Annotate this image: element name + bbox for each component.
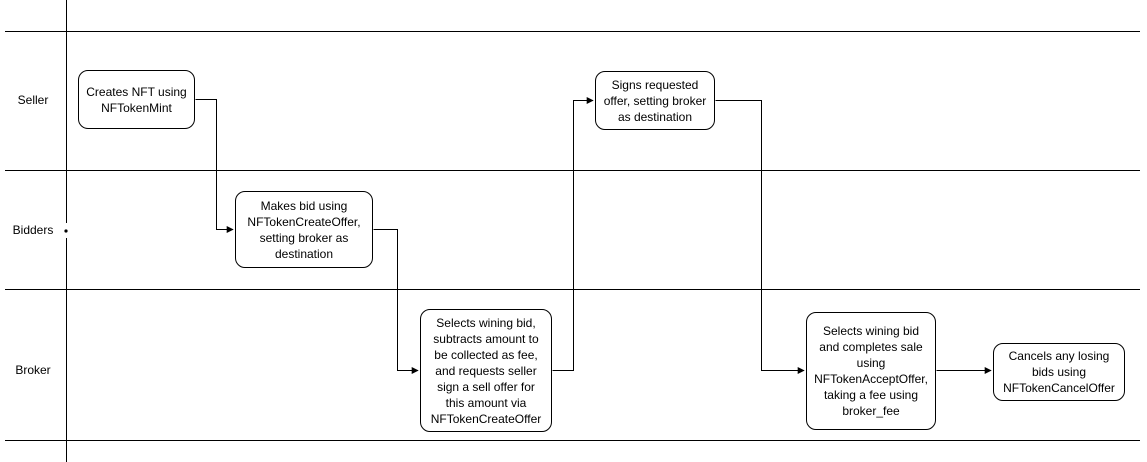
node-makes-bid[interactable]: Makes bid using NFTokenCreateOffer, sett… — [235, 191, 373, 268]
lane-label-seller: Seller — [17, 93, 49, 107]
edge-makes-bid-to-requests-sell-offer — [373, 229, 419, 374]
lane-label-broker: Broker — [15, 363, 51, 377]
node-cancels-bids[interactable]: Cancels any losing bids using NFTokenCan… — [993, 343, 1125, 401]
edge-requests-sell-offer-to-signs-offer — [552, 97, 594, 371]
node-signs-offer[interactable]: Signs requested offer, setting broker as… — [595, 71, 715, 130]
node-completes-sale[interactable]: Selects wining bid and completes sale us… — [806, 312, 936, 430]
edge-signs-offer-to-completes-sale — [715, 100, 805, 374]
node-requests-sell-offer[interactable]: Selects wining bid, subtracts amount to … — [420, 309, 552, 432]
edge-creates-nft-to-makes-bid — [195, 99, 234, 233]
lane-label-bidders: Bidders — [12, 223, 54, 237]
bidders-cursor-dot — [64, 229, 68, 233]
node-creates-nft[interactable]: Creates NFT using NFTokenMint — [78, 70, 195, 129]
